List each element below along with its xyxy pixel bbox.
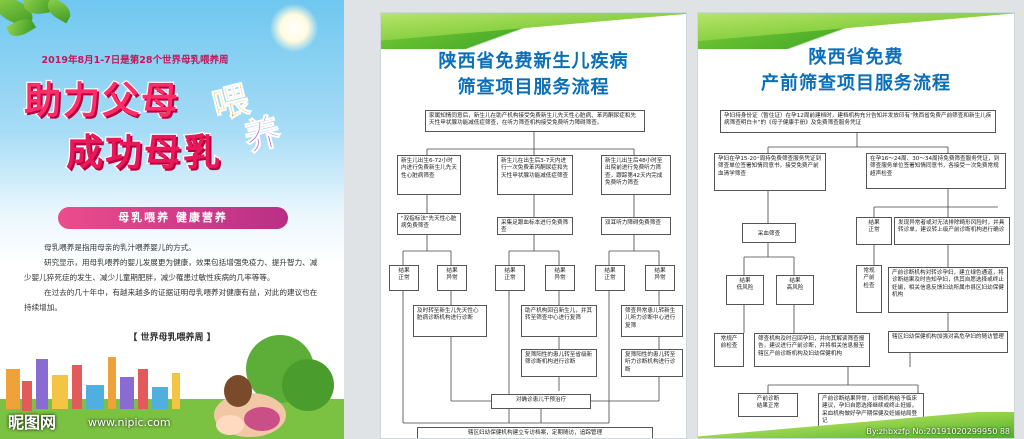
- flow-connectors: [743, 133, 998, 393]
- flow-step-treatment: 对确诊患儿干预治疗: [491, 394, 591, 409]
- poster-title-line-2: 产前筛查项目服务流程: [761, 73, 951, 94]
- flow-step-blood-confirm: 复筛阳性的患儿转至省级新筛诊断机构进行诊断: [521, 349, 597, 377]
- bottom-band: [698, 412, 1014, 438]
- flow-step-blood-sample: 采集足跟血标本进行免费筛查: [497, 217, 573, 235]
- flow-step-recall: 筛查机构及时召回孕妇，并向其解读筛查报告，建议进行产前诊断，并将相关信息报至辖区…: [754, 333, 870, 367]
- slogan-line-2: 成功母乳: [65, 130, 222, 175]
- slogan-line-1: 助力父母: [23, 78, 180, 123]
- flow-step-hearing-method: 双耳听力障碍免费筛查: [601, 217, 671, 235]
- flow-step-intro: 家属知情同意后，新生儿在助产机构接受免费新生儿先天性心脏病、苯丙酮尿症和先天性甲…: [425, 110, 645, 132]
- result-low-risk: 结果 低风险: [726, 275, 764, 305]
- top-band: [698, 13, 1014, 41]
- prenatal-screening-poster: 陕西省免费 产前筛查项目服务流程: [697, 12, 1015, 439]
- result-abnormal: 结果 异常: [437, 265, 467, 291]
- flow-step-heart-screening: 新生儿出生6-72小时内进行免费新生儿先天性心脏病筛查: [397, 155, 461, 195]
- slogan-art-yang: 养: [240, 111, 286, 160]
- watermark-logo: 昵图网: [8, 413, 57, 432]
- flow-step-routine-exam: 常规 产前 检查: [856, 265, 882, 313]
- result-normal: 结果 正常: [495, 265, 525, 291]
- flow-step-high-risk-followup: 辖区妇幼保健机构加强对高危孕妇的随访管理: [888, 331, 1008, 353]
- paragraph: 研究显示，用母乳喂养的婴儿发展更为健康，效果包括增强免疫力、提升智力、减少婴儿猝…: [24, 258, 318, 282]
- watermark-url: www.nipic.com: [88, 416, 171, 429]
- poster-title-line-1: 陕西省免费新生儿疾病: [438, 51, 629, 72]
- result-normal: 结果 正常: [389, 265, 419, 291]
- paragraph: 在过去的几十年中，有越来越多的证据证明母乳喂养对健康有益，对此的建议也在持续增加…: [24, 288, 318, 312]
- poster-tagline: 2019年8月1-7日是第28个世界母乳喂养周: [41, 55, 229, 66]
- newborn-screening-poster: 陕西省免费新生儿疾病 筛查项目服务流程: [380, 12, 687, 439]
- poster-banner: 母乳喂养 健康营养: [58, 207, 288, 229]
- city-illustration: [0, 335, 344, 439]
- flow-step-hearing-screening: 新生儿出生后48小时至出院前进行免费听力筛查，跟踪第42天内完成免费听力筛查: [601, 155, 671, 195]
- poster-body: 母乳喂养是指用母亲的乳汁喂养婴儿的方式。 研究显示，用母乳喂养的婴儿发展更为健康…: [24, 240, 324, 315]
- result-abnormal: 结果 异常: [645, 265, 675, 291]
- flow-step-serum-screening: 孕妇在孕15-20⁺周持免费筛查服务凭证到筛查单位签署知情同意书，接受免费产前血…: [714, 153, 826, 191]
- flow-step-blood-screening: 新生儿在出生后3-7天内进行一次免费苯丙酮尿症和先天性甲状腺功能减低症筛查: [497, 155, 573, 195]
- top-band: [381, 13, 686, 41]
- sun-icon: [270, 4, 318, 52]
- flow-step-intro: 孕妇持身份证（暂住证）在孕12周前建档时，建档机构充分告知并发放印有“陕西省免费…: [720, 110, 996, 133]
- breastfeeding-poster: 2019年8月1-7日是第28个世界母乳喂养周 助力父母 成功母乳 喂 养 母乳…: [0, 0, 344, 439]
- flow-step-blood-refer: 助产机构回召新生儿，并其转至筛查中心进行复筛: [521, 305, 597, 337]
- flow-step-diagnosis-center: 产前诊断机构对转诊孕妇，建立绿色通道，将诊断结果及时告知孕妇，供其自愿选择或终止…: [888, 267, 1008, 313]
- flow-step-routine-prenatal: 常规产前检查: [714, 333, 744, 367]
- week-label: 【 世界母乳喂养周 】: [128, 333, 216, 343]
- flow-step-hearing-confirm: 复筛阳性的患儿转至听力诊断机构进行诊断: [621, 349, 683, 377]
- poster-title-line-1: 陕西省免费: [808, 47, 904, 68]
- flow-connectors: [402, 132, 660, 424]
- flow-step-heart-refer: 及时转至新生儿先天性心脏病诊断机构进行诊断: [413, 305, 487, 337]
- result-abnormal: 结果 异常: [545, 265, 575, 291]
- flow-step-followup: 辖区妇幼保健机构建立专访档案，定期随访，追踪管理: [417, 427, 653, 438]
- result-normal: 结果 正常: [595, 265, 625, 291]
- flow-step-ultrasound: 在孕16～24周、30～34周持免费筛查服务凭证，到筛查服务单位签署知情同意书，…: [866, 153, 1006, 189]
- flow-step-blood-draw: 采血筛查: [742, 223, 796, 243]
- paragraph: 母乳喂养是指用母亲的乳汁喂养婴儿的方式。: [44, 243, 196, 252]
- flow-step-hearing-refer: 筛查异常患儿转新生儿听力诊断中心进行复筛: [621, 305, 683, 337]
- result-normal: 结果 正常: [856, 217, 892, 245]
- result-high-risk: 结果 高风险: [776, 275, 814, 305]
- flow-step-abnormal-referral: 发现异常者或对无法排除畸形风险时，并具转诊单，建议转上级产前诊断机构进行确诊: [894, 217, 1010, 245]
- flow-step-heart-method: "双指标法"先天性心脏病免费筛查: [397, 213, 461, 235]
- watermark-id: By:zhbxzfp No:20191020299950 88: [866, 427, 1010, 436]
- poster-title-line-2: 筛查项目服务流程: [457, 77, 610, 98]
